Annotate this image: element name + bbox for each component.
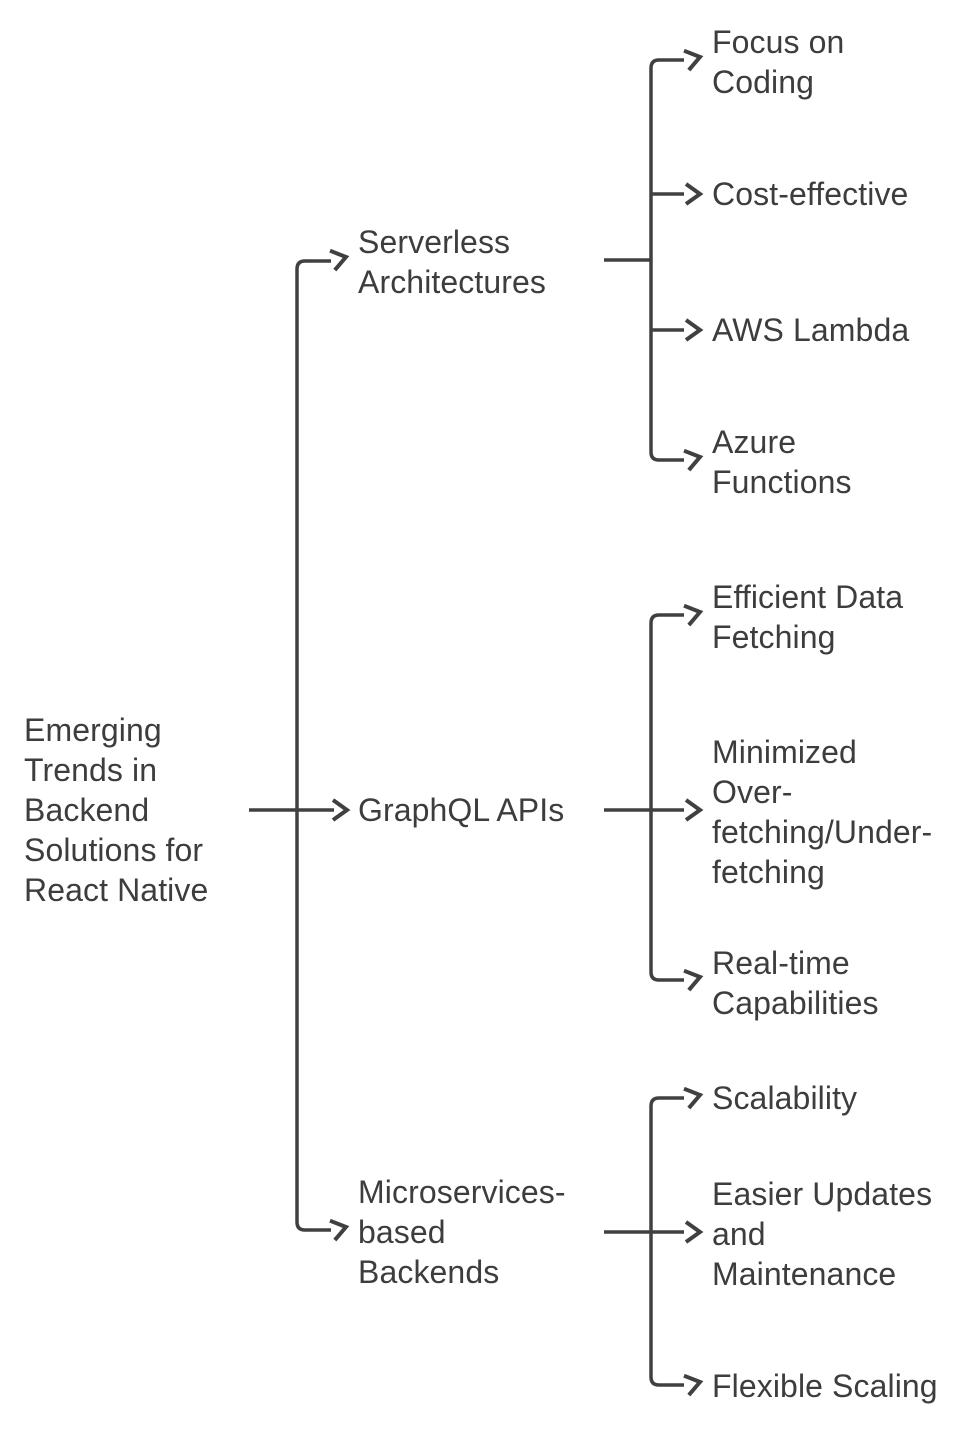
leaf-scalability: Scalability (712, 1080, 858, 1116)
arrowhead-minimized-overfetching (684, 798, 704, 822)
arrowhead-efficient-data-fetching (683, 603, 704, 627)
arrowhead-cost-effective (684, 182, 704, 206)
branch-microservices-backends: Microservices- based Backends (358, 1174, 566, 1290)
edge-root-branches-spine (295, 259, 331, 1232)
leaf-easier-updates-maintenance: Easier Updates and Maintenance (712, 1176, 933, 1292)
arrowhead-easier-updates (684, 1220, 704, 1244)
leaf-cost-effective: Cost-effective (712, 176, 909, 212)
arrowhead-microservices (329, 1218, 350, 1242)
leaf-aws-lambda: AWS Lambda (712, 312, 910, 348)
leaf-focus-on-coding: Focus on Coding (712, 24, 845, 100)
root-node-label: Emerging Trends in Backend Solutions for… (24, 712, 209, 908)
leaf-realtime-capabilities: Real-time Capabilities (712, 945, 879, 1021)
arrowhead-aws-lambda (684, 318, 704, 342)
spine-graphql-children (649, 613, 684, 982)
leaf-flexible-scaling: Flexible Scaling (712, 1368, 938, 1404)
spine-microservices-children (649, 1096, 684, 1387)
branch-graphql-apis: GraphQL APIs (358, 792, 565, 828)
branch-serverless-architectures: Serverless Architectures (358, 224, 547, 300)
arrowhead-realtime-capabilities (683, 968, 704, 992)
leaf-minimized-overfetching: Minimized Over- fetching/Under- fetching (712, 734, 933, 890)
spine-serverless-children (649, 58, 684, 462)
arrowhead-focus-on-coding (683, 48, 704, 72)
leaf-efficient-data-fetching: Efficient Data Fetching (712, 579, 904, 655)
arrowhead-graphql (331, 798, 351, 822)
arrowhead-flexible-scaling (683, 1373, 704, 1397)
leaf-azure-functions: Azure Functions (712, 424, 852, 500)
arrowhead-serverless (329, 248, 350, 272)
arrowhead-azure-functions (683, 448, 704, 472)
arrowhead-scalability (683, 1086, 704, 1110)
